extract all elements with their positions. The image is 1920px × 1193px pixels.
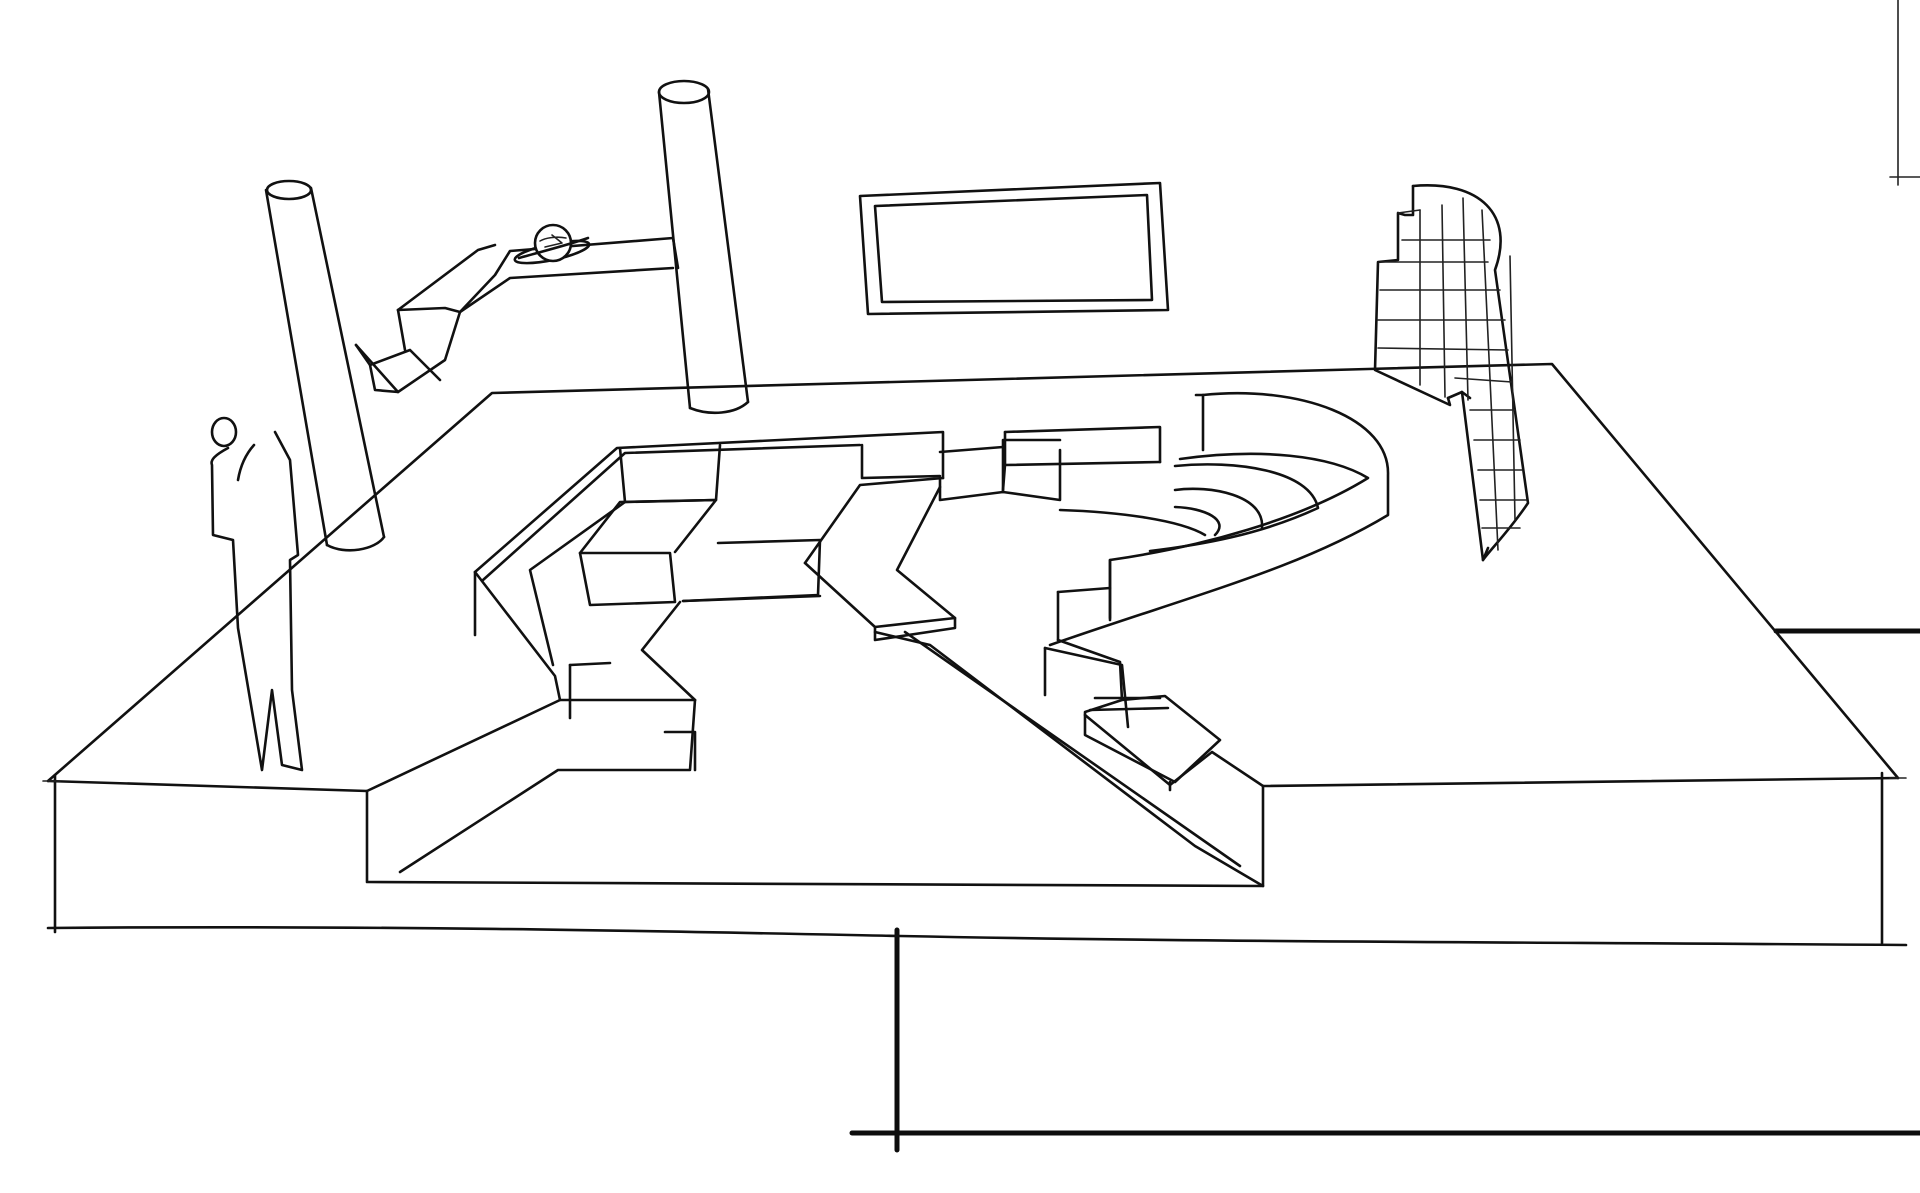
backdrop-screen — [858, 181, 1170, 316]
left-riser-blocks — [473, 430, 945, 772]
center-ramp — [803, 438, 1062, 642]
left-column — [264, 179, 386, 552]
planet-model — [513, 223, 591, 265]
center-column — [657, 79, 750, 415]
curved-steps — [1001, 391, 1390, 729]
right-stair-unit — [1056, 638, 1222, 792]
sunken-pit — [365, 630, 1265, 888]
zigzag-bridge — [354, 236, 680, 394]
paper-frame-lines — [849, 0, 1920, 1153]
stage-platform — [42, 362, 1908, 947]
human-figure — [210, 416, 304, 772]
curved-grid-wall — [1373, 184, 1530, 562]
